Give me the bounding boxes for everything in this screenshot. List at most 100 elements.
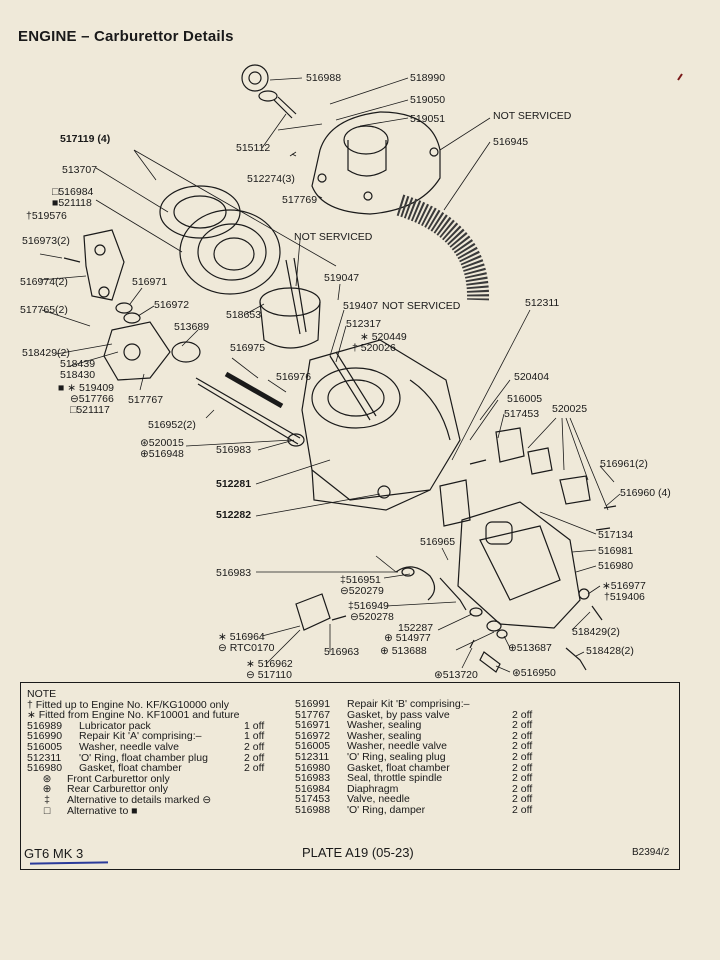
label-512317: 512317 [346, 318, 382, 330]
note-part-number: 517453 [295, 793, 331, 806]
note-desc: Diaphragm [347, 782, 399, 795]
note-desc: Washer, sealing [347, 729, 422, 742]
note-part-number: 516989 [27, 719, 63, 732]
label-516960: 516960 (4) [620, 487, 671, 499]
label-518428: 518428(2) [586, 645, 634, 657]
note-line: 516991 Repair Kit 'B' comprising:– [295, 699, 552, 710]
symbol-rear: ⊕ [42, 783, 52, 796]
note-qty: 2 off [512, 719, 533, 732]
label-152287: 152287 [398, 622, 434, 634]
reference-code: B2394/2 [632, 847, 670, 858]
label-516945: 516945 [493, 136, 529, 148]
label-516961: 516961(2) [600, 458, 648, 470]
label-517119: 517119 (4) [60, 133, 111, 145]
note-qty: 2 off [512, 708, 533, 721]
label-517765: 517765(2) [20, 304, 68, 316]
label-517766: ⊖517766 [70, 393, 114, 405]
label-520026: † 520026 [352, 342, 396, 354]
label-512281: 512281 [216, 478, 252, 490]
note-desc: Washer, needle valve [347, 740, 448, 753]
label-519051: 519051 [410, 113, 446, 125]
label-518990: 518990 [410, 72, 446, 84]
exploded-diagram [39, 64, 683, 673]
carburettor-body [301, 339, 461, 511]
label-516988: 516988 [306, 72, 342, 84]
label-516977: ∗516977 [602, 580, 646, 592]
model-name: GT6 MK 3 [24, 846, 84, 861]
label-517769: 517769 [282, 194, 318, 206]
note-qty: 2 off [244, 751, 265, 764]
label-513707: 513707 [62, 164, 98, 176]
label-519047: 519047 [324, 272, 360, 284]
label-517767: 517767 [128, 394, 164, 406]
note-part-number: 516980 [27, 762, 63, 775]
label-519407: 519407 [343, 300, 379, 312]
note-desc: Washer, needle valve [79, 740, 180, 753]
note-desc: Seal, throttle spindle [347, 772, 443, 785]
label-not-serviced-mid: NOT SERVICED [294, 231, 373, 243]
label-519406: †519406 [604, 591, 645, 603]
bottom-parts [295, 566, 603, 673]
symbol-desc: Alternative to ■ [67, 804, 138, 817]
note-part-number: 516991 [295, 698, 331, 710]
label-512282: 512282 [216, 509, 252, 521]
note-line: † Fitted up to Engine No. KF/KG10000 onl… [27, 699, 284, 711]
label-517453: 517453 [504, 408, 540, 420]
air-valve-piston [259, 257, 321, 349]
label-517134: 517134 [598, 529, 634, 541]
note-desc: Lubricator pack [79, 719, 151, 732]
label-513688: ⊕ 513688 [380, 645, 427, 657]
label-520278: ⊖520278 [350, 611, 394, 623]
label-512274: 512274(3) [247, 173, 295, 185]
label-516973: 516973(2) [22, 235, 70, 247]
page-title: ENGINE – Carburettor Details [18, 28, 234, 45]
label-518439: 518439 [60, 358, 96, 370]
label-rtc0170: ⊖ RTC0170 [218, 642, 275, 654]
label-516964: ∗ 516964 [218, 631, 265, 643]
note-desc: Repair Kit 'A' comprising:– [79, 730, 202, 743]
note-part-number: 516988 [295, 803, 331, 816]
label-515112: 515112 [236, 142, 271, 154]
label-517110: ⊖ 517110 [246, 669, 292, 681]
lever-parts [559, 475, 617, 531]
label-516976: 516976 [276, 371, 312, 383]
note-qty: 1 off [244, 719, 265, 732]
label-516984: □516984 [52, 186, 94, 198]
note-part-number: 516005 [295, 740, 331, 753]
label-516951: ‡516951 [340, 574, 381, 586]
label-520025: 520025 [552, 403, 588, 415]
note-part-number: 512311 [27, 751, 62, 764]
note-desc: ∗ Fitted from Engine No. KF10001 and fut… [27, 709, 240, 722]
note-qty: 2 off [512, 782, 533, 795]
note-part-number: 516980 [295, 761, 331, 774]
note-qty: 2 off [244, 762, 265, 775]
spring [396, 194, 490, 301]
note-line: 516989 Lubricator pack 1 off [27, 721, 284, 732]
note-line: ∗ Fitted from Engine No. KF10001 and fut… [27, 710, 284, 721]
note-qty: 2 off [512, 750, 533, 763]
notes-heading: NOTE [27, 688, 57, 700]
label-518429-lower: 518429(2) [572, 626, 620, 638]
note-qty: 2 off [512, 793, 533, 806]
symbol-line: ⊛Front Carburettor only [27, 774, 284, 785]
label-516981: 516981 [598, 545, 634, 557]
label-513720: ⊛513720 [434, 669, 478, 681]
label-513689: 513689 [174, 321, 210, 333]
label-520279: ⊖520279 [340, 585, 384, 597]
label-518653: 518653 [226, 309, 262, 321]
needle-valve [439, 427, 553, 527]
note-qty: 2 off [512, 803, 533, 816]
note-qty: 2 off [512, 761, 533, 774]
label-512311: 512311 [525, 297, 560, 309]
note-desc: Repair Kit 'B' comprising:– [347, 698, 470, 710]
label-519050: 519050 [410, 94, 446, 106]
symbol-line: ⊕Rear Carburettor only [27, 784, 284, 795]
